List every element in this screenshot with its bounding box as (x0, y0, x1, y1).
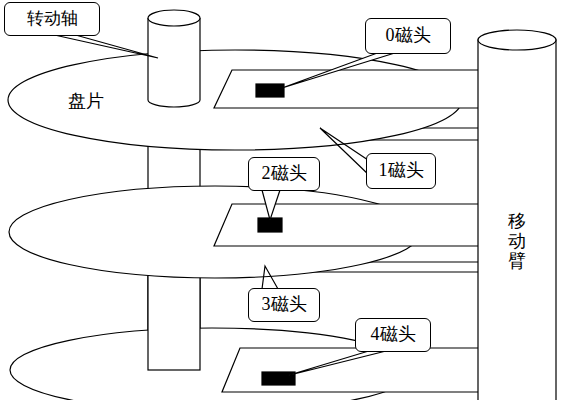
callout-pointer (282, 52, 398, 88)
callout-text: 2磁头 (262, 164, 307, 184)
callout-box: 3磁头 (248, 288, 320, 322)
callout-box: 1磁头 (366, 153, 436, 189)
spindle (199, 18, 200, 100)
callout-pointer (50, 34, 158, 58)
callout-pointer (320, 128, 370, 176)
callout-box: 转动轴 (4, 2, 100, 36)
callout-text: 3磁头 (262, 295, 307, 315)
callout-text: 0磁头 (386, 26, 431, 46)
callout-pointer (262, 190, 280, 220)
moving-arm (478, 40, 556, 400)
platter-label: 盘片 (68, 92, 104, 112)
spindle (147, 18, 148, 100)
spindle-top (148, 10, 200, 26)
head-arm (214, 204, 480, 246)
callout-box: 0磁头 (365, 18, 451, 54)
head-arm (222, 348, 480, 392)
callout-text: 1磁头 (379, 161, 424, 181)
callout-box: 2磁头 (248, 157, 320, 191)
head (262, 372, 295, 385)
arm-label: 移动臂 (508, 212, 526, 271)
spindle (148, 100, 200, 107)
callout-pointer (262, 266, 278, 289)
callout-text: 4磁头 (371, 325, 416, 345)
head (256, 84, 284, 97)
moving-arm-top (478, 30, 556, 50)
callout-box: 4磁头 (355, 318, 431, 352)
head-arm (214, 70, 480, 108)
callout-pointer (286, 350, 390, 376)
callout-text: 转动轴 (27, 10, 78, 29)
